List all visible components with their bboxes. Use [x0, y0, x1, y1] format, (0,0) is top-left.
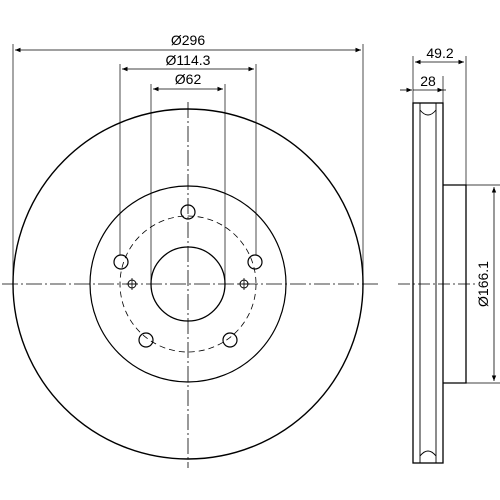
center-bore-label: Ø62 — [175, 71, 202, 87]
bolt-hole — [113, 254, 129, 270]
bolt-hole — [180, 204, 196, 220]
center-bore-dimension — [150, 84, 226, 284]
hat-circle — [89, 185, 287, 383]
hat-diameter-dimension — [466, 184, 500, 384]
hat-profile — [443, 184, 467, 384]
bolt-hole — [247, 254, 263, 270]
overall-thickness-label: 49.2 — [426, 45, 453, 61]
overall-thickness-dimension — [412, 56, 467, 185]
outer-diameter-label: Ø296 — [171, 32, 205, 48]
bolt-hole — [222, 332, 238, 348]
front-view — [2, 102, 378, 468]
bolt-circle-dimension — [119, 64, 257, 255]
disc-thickness-dimension — [400, 76, 446, 103]
bolt-hole — [138, 332, 154, 348]
bolt-circle — [119, 215, 257, 353]
locator-hole-right — [238, 278, 250, 290]
locator-hole-left — [126, 278, 138, 290]
side-view — [398, 102, 478, 464]
disc-ring-profile — [412, 102, 444, 464]
hat-diameter-label: Ø166.1 — [475, 261, 491, 307]
bolt-circle-label: Ø114.3 — [166, 52, 211, 68]
disc-thickness-label: 28 — [420, 73, 436, 89]
outer-diameter-dimension — [12, 44, 364, 284]
